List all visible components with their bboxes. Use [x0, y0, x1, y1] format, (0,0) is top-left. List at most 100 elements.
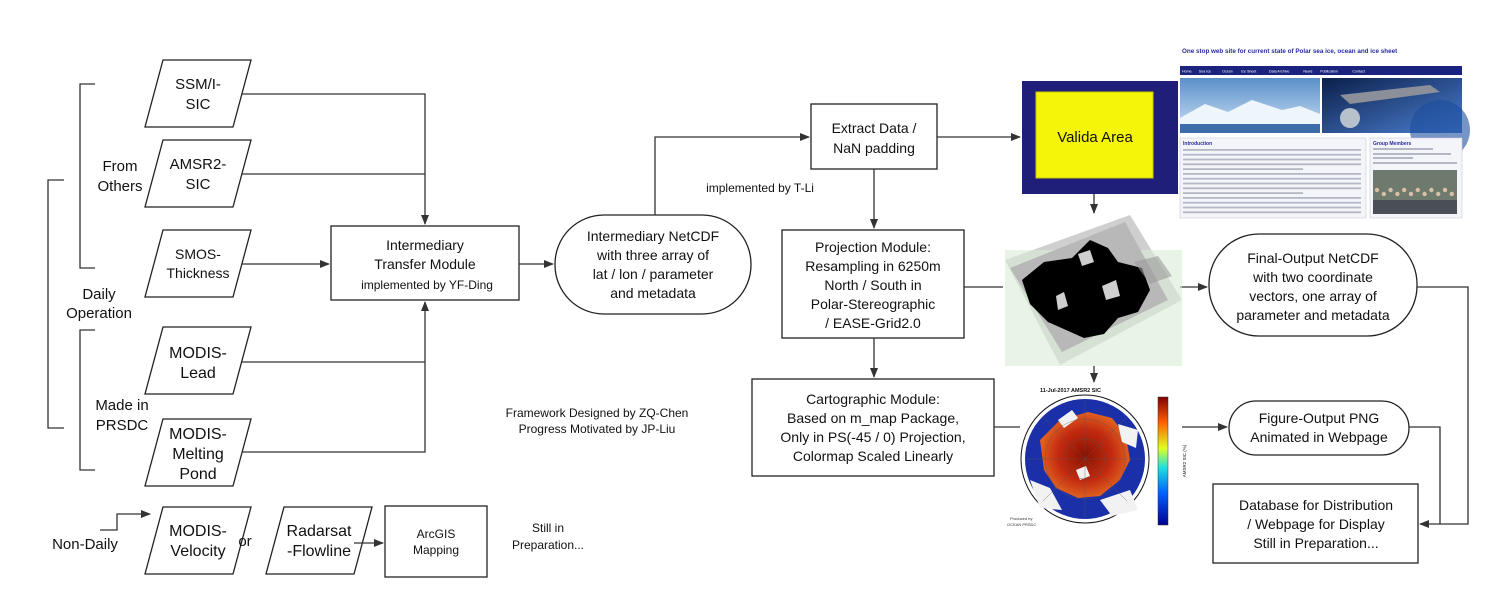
projection-label-4: Polar-Stereographic: [811, 296, 936, 312]
transfer-module-node: [330, 225, 520, 301]
sic-map-title: 11-Jul-2017 AMSR2 SIC: [1040, 388, 1101, 394]
valida-area-label: Valida Area: [1057, 129, 1133, 146]
extract-label-2: NaN padding: [833, 140, 915, 156]
edge-modis: [242, 301, 429, 453]
intermediary-netcdf-node: [554, 214, 752, 315]
cartographic-label-3: Only in PS(-45 / 0) Projection,: [780, 429, 965, 445]
smos-thickness-node: [144, 229, 252, 298]
netcdf-mid-label-4: and metadata: [610, 285, 696, 301]
figure-png-label-2: Animated in Webpage: [1250, 429, 1388, 445]
daily-label-2: Operation: [66, 305, 132, 322]
daily-bracket: [47, 179, 64, 429]
valida-area-image: [1022, 81, 1180, 194]
netcdf-mid-label-1: Intermediary NetCDF: [587, 228, 719, 244]
radarsat-label-1: Radarsat: [287, 523, 352, 540]
sic-colorbar-label: AMSR2 SIC (%): [1182, 444, 1187, 477]
database-label-2: / Webpage for Display: [1247, 516, 1384, 532]
final-netcdf-node: [1208, 233, 1418, 337]
database-label-1: Database for Distribution: [1239, 497, 1393, 513]
modis-velocity-node: [144, 506, 252, 575]
modis-melt-label-1: MODIS-: [169, 426, 227, 443]
website-nav-item: Ice Sheet: [1241, 70, 1256, 74]
website-nav-item: Data Archive: [1269, 70, 1289, 74]
website-nav-item: Home: [1182, 70, 1192, 74]
ssmi-sic-node: [144, 59, 252, 128]
modis-vel-label-2: Velocity: [170, 543, 225, 560]
figure-png-label-1: Figure-Output PNG: [1259, 410, 1380, 426]
website-nav-bar: [1180, 66, 1462, 75]
projection-label-5: / EASE-Grid2.0: [825, 315, 921, 331]
ssmi-label-1: SSM/I-: [175, 76, 221, 93]
from-others-bracket: [79, 83, 95, 269]
still-prep-label-1: Still in: [532, 521, 564, 535]
modis-vel-label-1: MODIS-: [169, 523, 227, 540]
arcgis-node: [384, 505, 488, 578]
arcgis-label-1: ArcGIS: [417, 527, 456, 541]
still-prep-label-2: Preparation...: [512, 538, 584, 552]
non-daily-label: Non-Daily: [52, 536, 118, 553]
cartographic-label-2: Based on m_map Package,: [787, 410, 959, 426]
arcgis-label-2: Mapping: [413, 543, 459, 557]
smos-label-1: SMOS-: [175, 246, 221, 262]
amsr2-label-2: SIC: [185, 176, 210, 193]
projection-label-2: Resampling in 6250m: [805, 258, 940, 274]
cartographic-label-1: Cartographic Module:: [806, 391, 940, 407]
edge-ssmi: [242, 93, 429, 225]
website-nav-item: News: [1303, 70, 1312, 74]
modis-melt-label-2: Melting: [172, 446, 224, 463]
modis-lead-label-1: MODIS-: [169, 345, 227, 362]
sic-credit-1: Produced by: [1010, 516, 1032, 521]
extract-label-1: Extract Data /: [832, 120, 917, 136]
amsr2-label-1: AMSR2-: [170, 156, 227, 173]
credits-label-1: Framework Designed by ZQ-Chen: [506, 406, 689, 420]
modis-lead-label-2: Lead: [180, 365, 216, 382]
made-in-bracket: [79, 329, 95, 471]
modis-melt-label-3: Pond: [179, 466, 216, 483]
database-node: [1212, 483, 1419, 564]
edge-nondaily: [100, 510, 151, 531]
website-nav-item: Sea Ice: [1199, 70, 1211, 74]
figure-png-node: [1228, 400, 1410, 456]
website-thumbnail: One stop web site for current state of P…: [1178, 42, 1470, 220]
cartographic-label-4: Colormap Scaled Linearly: [793, 448, 953, 464]
transfer-label-2: Transfer Module: [374, 256, 476, 272]
transfer-label-1: Intermediary: [386, 237, 464, 253]
edge-netcdf-extract: [654, 133, 810, 215]
website-title: One stop web site for current state of P…: [1182, 48, 1398, 55]
final-netcdf-label-2: with two coordinate: [1252, 269, 1373, 285]
website-nav-item: Contact: [1352, 70, 1364, 74]
final-netcdf-label-1: Final-Output NetCDF: [1247, 250, 1378, 266]
from-others-label-1: From: [103, 158, 138, 175]
projection-label-1: Projection Module:: [815, 239, 931, 255]
made-in-label-1: Made in: [95, 397, 148, 414]
smos-label-2: Thickness: [166, 265, 229, 281]
modis-lead-node: [144, 326, 252, 395]
netcdf-mid-label-2: with three array of: [596, 247, 709, 263]
radarsat-label-2: -Flowline: [287, 543, 351, 560]
or-label: or: [238, 533, 251, 550]
sic-credit-2: OCEAN PRSDC: [1007, 522, 1036, 527]
implemented-li-label: implemented by T-Li: [706, 181, 814, 195]
final-netcdf-label-4: parameter and metadata: [1236, 307, 1390, 323]
netcdf-mid-label-3: lat / lon / parameter: [593, 266, 714, 282]
cartographic-module-node: [751, 378, 995, 477]
projection-module-node: [781, 229, 965, 339]
edge-final-database: [1417, 286, 1469, 528]
website-nav-item: Ocean: [1222, 70, 1233, 74]
transfer-label-3: implemented by YF-Ding: [361, 278, 493, 292]
sic-colorbar: [1157, 396, 1169, 526]
amsr2-sic-node: [144, 139, 252, 208]
website-intro-heading: Introduction: [1183, 141, 1212, 147]
radarsat-flowline-node: [265, 506, 373, 575]
website-group-heading: Group Members: [1373, 141, 1412, 147]
extract-data-node: [810, 103, 938, 170]
polar-projection-map: [1005, 215, 1182, 366]
projection-label-3: North / South in: [824, 277, 921, 293]
daily-label-1: Daily: [82, 286, 116, 303]
website-nav-item: Publication: [1320, 70, 1338, 74]
sic-map-figure: 11-Jul-2017 AMSR2 SIC AMSR2 SIC (%) Prod…: [1007, 388, 1187, 527]
made-in-label-2: PRSDC: [96, 417, 149, 434]
ssmi-label-2: SIC: [185, 96, 210, 113]
from-others-label-2: Others: [97, 178, 142, 195]
